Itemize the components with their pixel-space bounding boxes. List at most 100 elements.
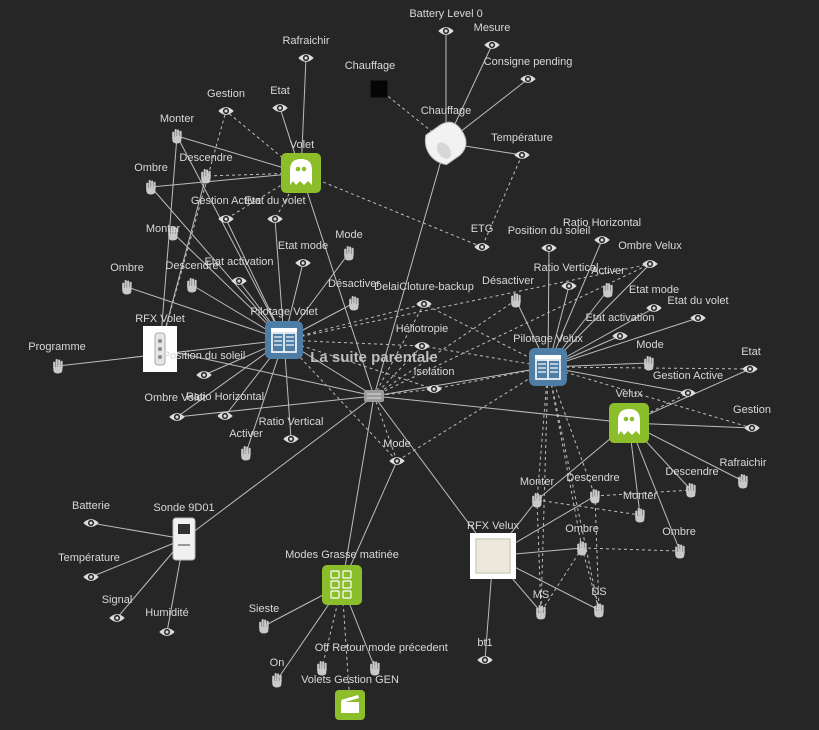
node-signal[interactable]: Signal xyxy=(102,594,133,622)
node-label: Volet xyxy=(290,139,314,151)
node-ombre-rx[interactable]: Ombre xyxy=(565,523,599,556)
node-isolation[interactable]: Isolation xyxy=(414,366,455,393)
node-retour[interactable]: Retour mode précedent xyxy=(332,642,448,676)
node-monter-r[interactable]: Monter xyxy=(146,223,181,241)
node-label: Ratio Horizontal xyxy=(186,391,264,403)
node-gestion-v[interactable]: Gestion xyxy=(207,88,245,115)
node-mode-hub[interactable]: Mode xyxy=(383,438,411,465)
node-etat-mode-pv[interactable]: Etat mode xyxy=(278,240,328,267)
node-activer-pv[interactable]: Activer xyxy=(229,428,263,461)
node-consigne[interactable]: Consigne pending xyxy=(484,56,573,83)
node-etg[interactable]: ETG xyxy=(471,223,494,251)
node-ombre-velux-px[interactable]: Ombre Velux xyxy=(618,240,682,268)
node-rfx-volet[interactable]: RFX Volet xyxy=(135,313,185,372)
node-label: Etat xyxy=(741,346,761,358)
node-temp-s[interactable]: Température xyxy=(58,552,120,581)
node-descendre-r[interactable]: Descendre xyxy=(165,260,219,293)
node-mesure[interactable]: Mesure xyxy=(474,22,511,49)
node-chauffage[interactable]: Chauffage xyxy=(419,105,472,169)
node-off[interactable]: Off xyxy=(315,642,330,676)
node-descendre-v[interactable]: Descendre xyxy=(179,152,233,184)
node-ms[interactable]: MS xyxy=(533,589,550,620)
node-ratio-h-pv[interactable]: Ratio Horizontal xyxy=(186,391,264,420)
edge-pilotage_volet-heliotropie xyxy=(283,339,423,347)
node-activer-px[interactable]: Activer xyxy=(591,265,625,298)
node-etat-du-volet-px[interactable]: Etat du volet xyxy=(667,295,729,322)
node-monter-rx[interactable]: Monter xyxy=(520,476,555,508)
node-sonde[interactable]: Sonde 9D01 xyxy=(153,502,215,561)
node-label: Ombre Velux xyxy=(618,240,682,252)
edge-pilotage_volet-ombre_v xyxy=(150,186,285,341)
node-sieste[interactable]: Sieste xyxy=(249,603,280,634)
clapperboard-icon xyxy=(335,690,365,720)
node-ds[interactable]: DS xyxy=(591,586,607,618)
node-chauffage-sq[interactable]: Chauffage xyxy=(345,60,396,98)
node-ombre-vx[interactable]: Ombre xyxy=(662,526,696,559)
node-label: Ombre Volet xyxy=(144,392,205,404)
node-etat-px[interactable]: Etat xyxy=(741,346,761,373)
node-velux[interactable]: Velux xyxy=(609,388,649,443)
node-label: Chauffage xyxy=(345,60,396,72)
node-label: RFX Volet xyxy=(135,313,185,325)
node-position-soleil-pv[interactable]: Position du soleil xyxy=(163,350,246,379)
node-ombre-v[interactable]: Ombre xyxy=(134,162,168,195)
node-ratio-v-pv[interactable]: Ratio Vertical xyxy=(259,416,324,443)
node-volet[interactable]: Volet xyxy=(281,139,321,193)
node-rfx-velux[interactable]: RFX Velux xyxy=(467,520,519,579)
node-pilotage-velux[interactable]: Pilotage Velux xyxy=(513,333,583,386)
node-monter-vx[interactable]: Monter xyxy=(623,490,658,523)
node-ombre-volet-pv[interactable]: Ombre Volet xyxy=(144,392,206,421)
node-temp-ch[interactable]: Température xyxy=(491,132,553,159)
node-descendre-rx[interactable]: Descendre xyxy=(566,472,620,504)
node-delai[interactable]: DelaiCloture-backup xyxy=(374,281,474,308)
node-ratio-h-px[interactable]: Ratio Horizontal xyxy=(563,217,641,244)
node-label: DS xyxy=(591,586,606,598)
node-volets-gen[interactable]: Volets Gestion GEN xyxy=(301,674,399,720)
node-label: Héliotropie xyxy=(396,323,449,335)
node-monter-v[interactable]: Monter xyxy=(160,113,195,144)
node-etat-v[interactable]: Etat xyxy=(270,85,290,112)
node-gestion-px[interactable]: Gestion xyxy=(733,404,771,432)
edge-volet-etg xyxy=(300,172,483,248)
node-humidite[interactable]: Humidité xyxy=(145,607,189,636)
node-gestion-active-px[interactable]: Gestion Active xyxy=(653,370,723,397)
edge-pilotage_velux-ombre_rx xyxy=(547,366,583,549)
eye-icon xyxy=(426,385,442,393)
node-desactiver-pv[interactable]: Désactiver xyxy=(328,278,380,311)
node-modes[interactable]: Modes Grasse matinée xyxy=(285,549,399,605)
node-hub[interactable] xyxy=(364,390,384,402)
node-gestion-active-v[interactable]: Gestion Active xyxy=(191,195,261,223)
node-etat-du-volet[interactable]: Etat du volet xyxy=(244,195,306,223)
node-descendre-vx[interactable]: Descendre xyxy=(665,466,719,498)
node-rafraichir-px[interactable]: Rafraichir xyxy=(719,457,767,489)
node-rafraichir-v[interactable]: Rafraichir xyxy=(282,35,330,62)
edge-pilotage_volet-gestion_active_v xyxy=(225,218,285,341)
node-etat-mode-px[interactable]: Etat mode xyxy=(629,284,679,312)
edge-pilotage_velux-monter_rx xyxy=(536,366,549,501)
node-ratio-v-px[interactable]: Ratio Vertical xyxy=(534,262,599,290)
node-batterie[interactable]: Batterie xyxy=(72,500,110,527)
node-label: Consigne pending xyxy=(484,56,573,68)
node-programme[interactable]: Programme xyxy=(28,341,86,374)
edge-temp_ch-etg xyxy=(481,154,523,248)
node-ombre-r[interactable]: Ombre xyxy=(110,262,144,295)
eye-icon xyxy=(295,259,311,267)
node-mode-px[interactable]: Mode xyxy=(636,339,664,371)
node-battery[interactable]: Battery Level 0 xyxy=(409,8,483,35)
node-heliotropie[interactable]: Héliotropie xyxy=(396,323,449,350)
node-label: Position du soleil xyxy=(508,225,591,237)
node-pilotage-volet[interactable]: Pilotage Volet xyxy=(250,306,318,359)
node-mode-pv[interactable]: Mode xyxy=(335,229,363,261)
node-desactiver-px[interactable]: Désactiver xyxy=(482,275,534,308)
node-label: Pilotage Velux xyxy=(513,333,583,345)
edge-pilotage_velux-gestion_active_px xyxy=(547,366,689,394)
node-position-soleil-px[interactable]: Position du soleil xyxy=(508,225,591,252)
node-bt1[interactable]: bt1 xyxy=(477,637,493,664)
mode-grid-icon xyxy=(322,565,362,605)
node-etat-activation-px[interactable]: Etat activation xyxy=(585,312,655,340)
node-label: Ombre xyxy=(662,526,696,538)
node-etat-activation-pv[interactable]: Etat activation xyxy=(204,256,274,285)
node-on[interactable]: On xyxy=(270,657,285,688)
node-label: Ratio Vertical xyxy=(534,262,599,274)
